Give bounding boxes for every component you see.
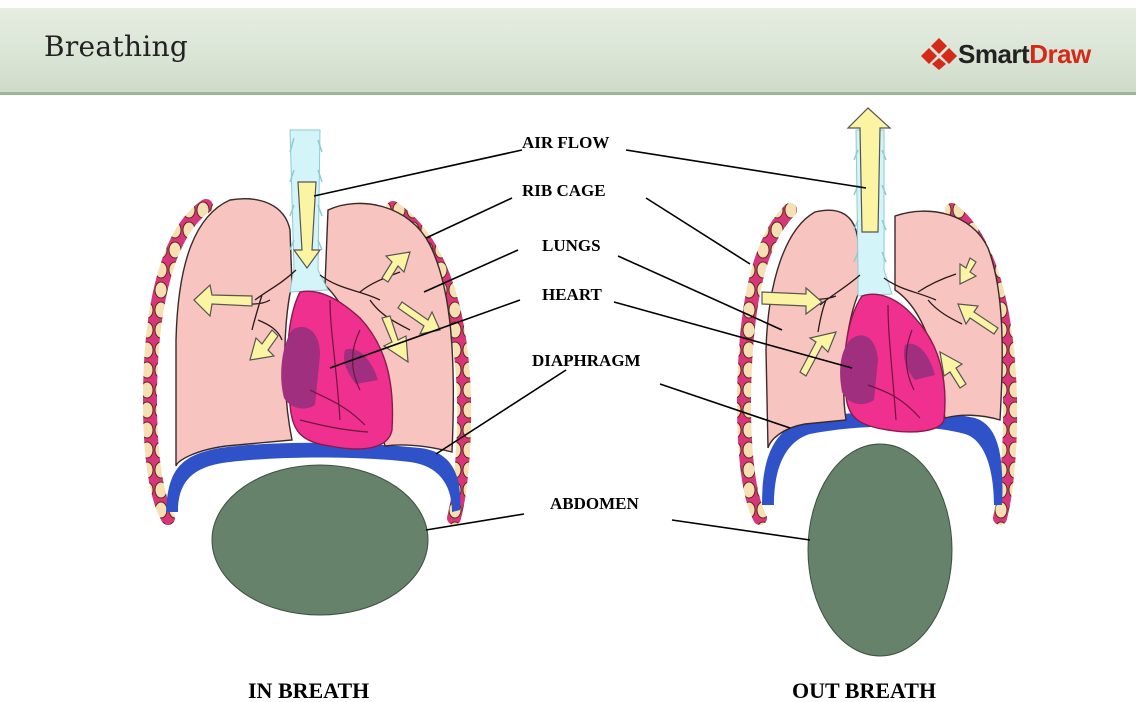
label-air-flow: AIR FLOW xyxy=(522,133,609,152)
leader-abdomen-in xyxy=(426,514,524,530)
in-breath-figure xyxy=(150,130,464,615)
label-rib-cage: RIB CAGE xyxy=(522,181,606,200)
heart-chamber-in xyxy=(281,327,320,409)
caption-in-breath: IN BREATH xyxy=(248,678,369,702)
caption-out-breath: OUT BREATH xyxy=(792,678,936,702)
label-diaphragm: DIAPHRAGM xyxy=(532,351,641,370)
leader-abdomen-out xyxy=(672,520,810,540)
label-heart: HEART xyxy=(542,285,603,304)
abdomen-out xyxy=(808,444,952,656)
out-breath-figure xyxy=(744,108,1010,656)
label-abdomen: ABDOMEN xyxy=(550,494,640,513)
leader-ribcage-in xyxy=(426,198,512,238)
leader-diaphragm-in xyxy=(436,370,566,454)
leader-airflow-in xyxy=(314,150,522,196)
label-lungs: LUNGS xyxy=(542,236,601,255)
abdomen-in xyxy=(212,465,428,615)
leader-airflow-out xyxy=(626,150,866,188)
leader-ribcage-out xyxy=(646,198,750,264)
